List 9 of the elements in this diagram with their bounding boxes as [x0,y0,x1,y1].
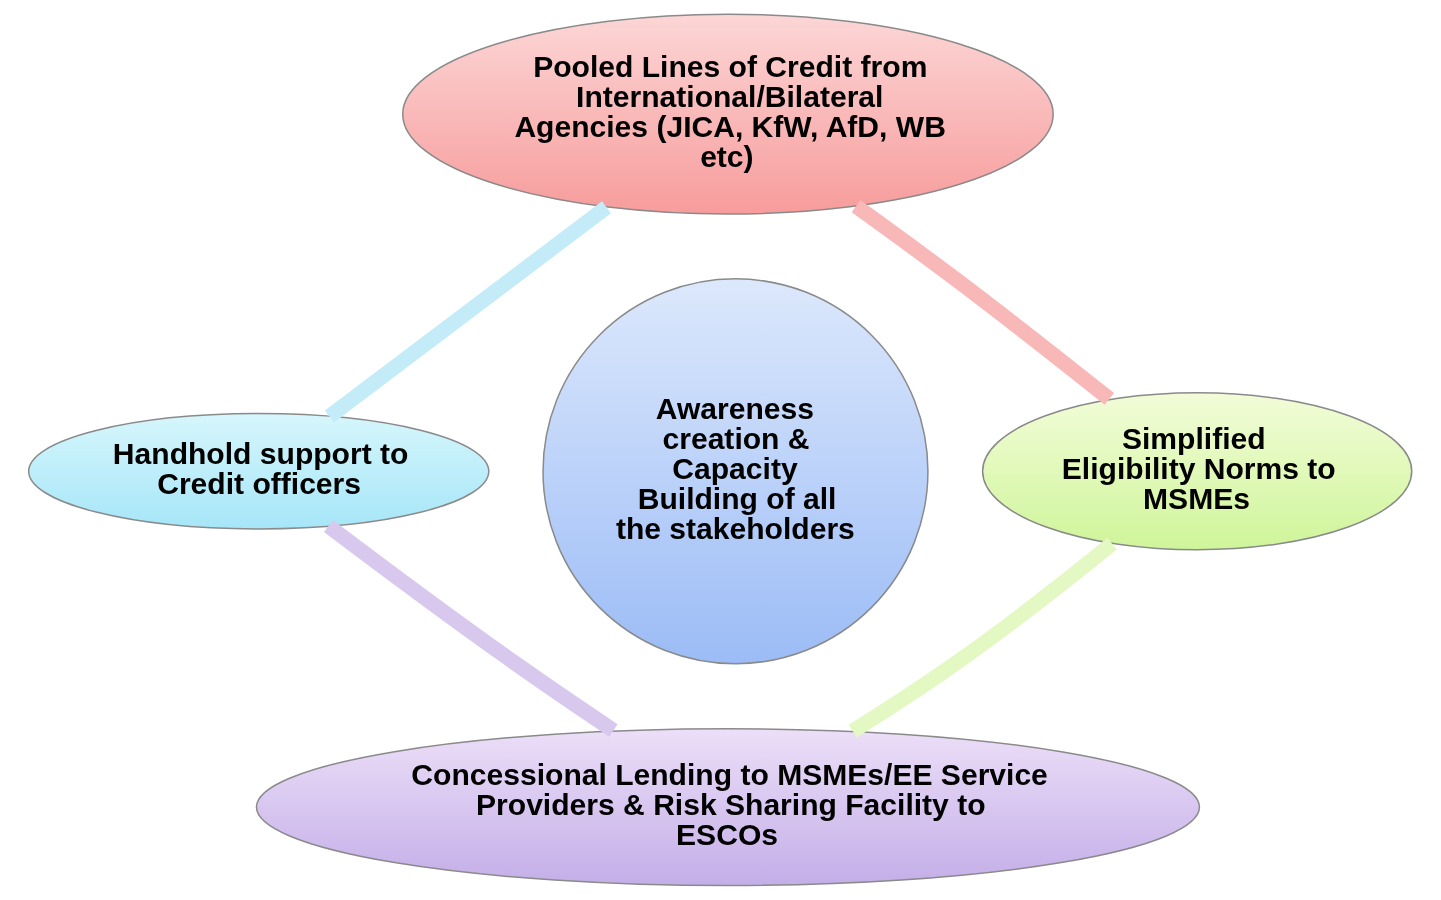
connector [848,537,1117,738]
node-ellipse: Simplified Eligibility Norms to MSMEs [981,392,1413,551]
connector [324,201,612,423]
node-ellipse: Handhold support to Credit officers [27,412,490,530]
node-ellipse: Pooled Lines of Credit from International/Bilateral Agencies (JICA, KfW, AfD, WB etc) [402,13,1054,215]
connector [323,520,618,737]
connector [851,200,1115,405]
node-ellipse: Concessional Lending to MSMEs/EE Service Providers & Risk Sharing Facility to ESCOs [255,727,1201,887]
node-circle: Awareness creation & Capacity Building of all the stakeholders [542,278,929,665]
